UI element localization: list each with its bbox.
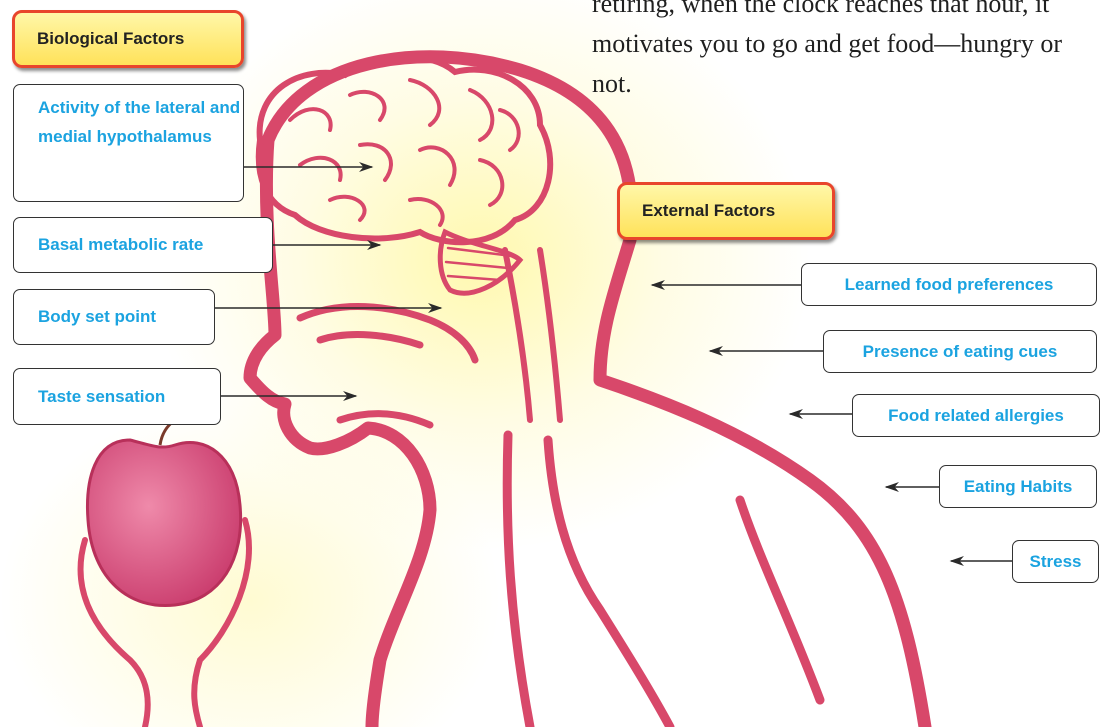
- factor-basal-metabolic-rate: Basal metabolic rate: [13, 217, 273, 273]
- head-profile-outline: [250, 57, 925, 727]
- factor-food-related-allergies: Food related allergies: [852, 394, 1100, 437]
- factor-taste-sensation: Taste sensation: [13, 368, 221, 425]
- factor-body-set-point: Body set point: [13, 289, 215, 345]
- factor-eating-habits: Eating Habits: [939, 465, 1097, 508]
- factor-stress: Stress: [1012, 540, 1099, 583]
- brain-illustration: [259, 57, 560, 420]
- factor-presence-of-eating-cues: Presence of eating cues: [823, 330, 1097, 373]
- apple-in-hand-illustration: [81, 420, 249, 727]
- factor-hypothalamus: Activity of the lateral and medial hypot…: [13, 84, 244, 202]
- intro-paragraph: retiring, when the clock reaches that ho…: [592, 0, 1092, 104]
- mouth-illustration: [300, 306, 475, 425]
- external-factors-header: External Factors: [617, 182, 835, 240]
- biological-factors-header: Biological Factors: [12, 10, 244, 68]
- factor-learned-food-preferences: Learned food preferences: [801, 263, 1097, 306]
